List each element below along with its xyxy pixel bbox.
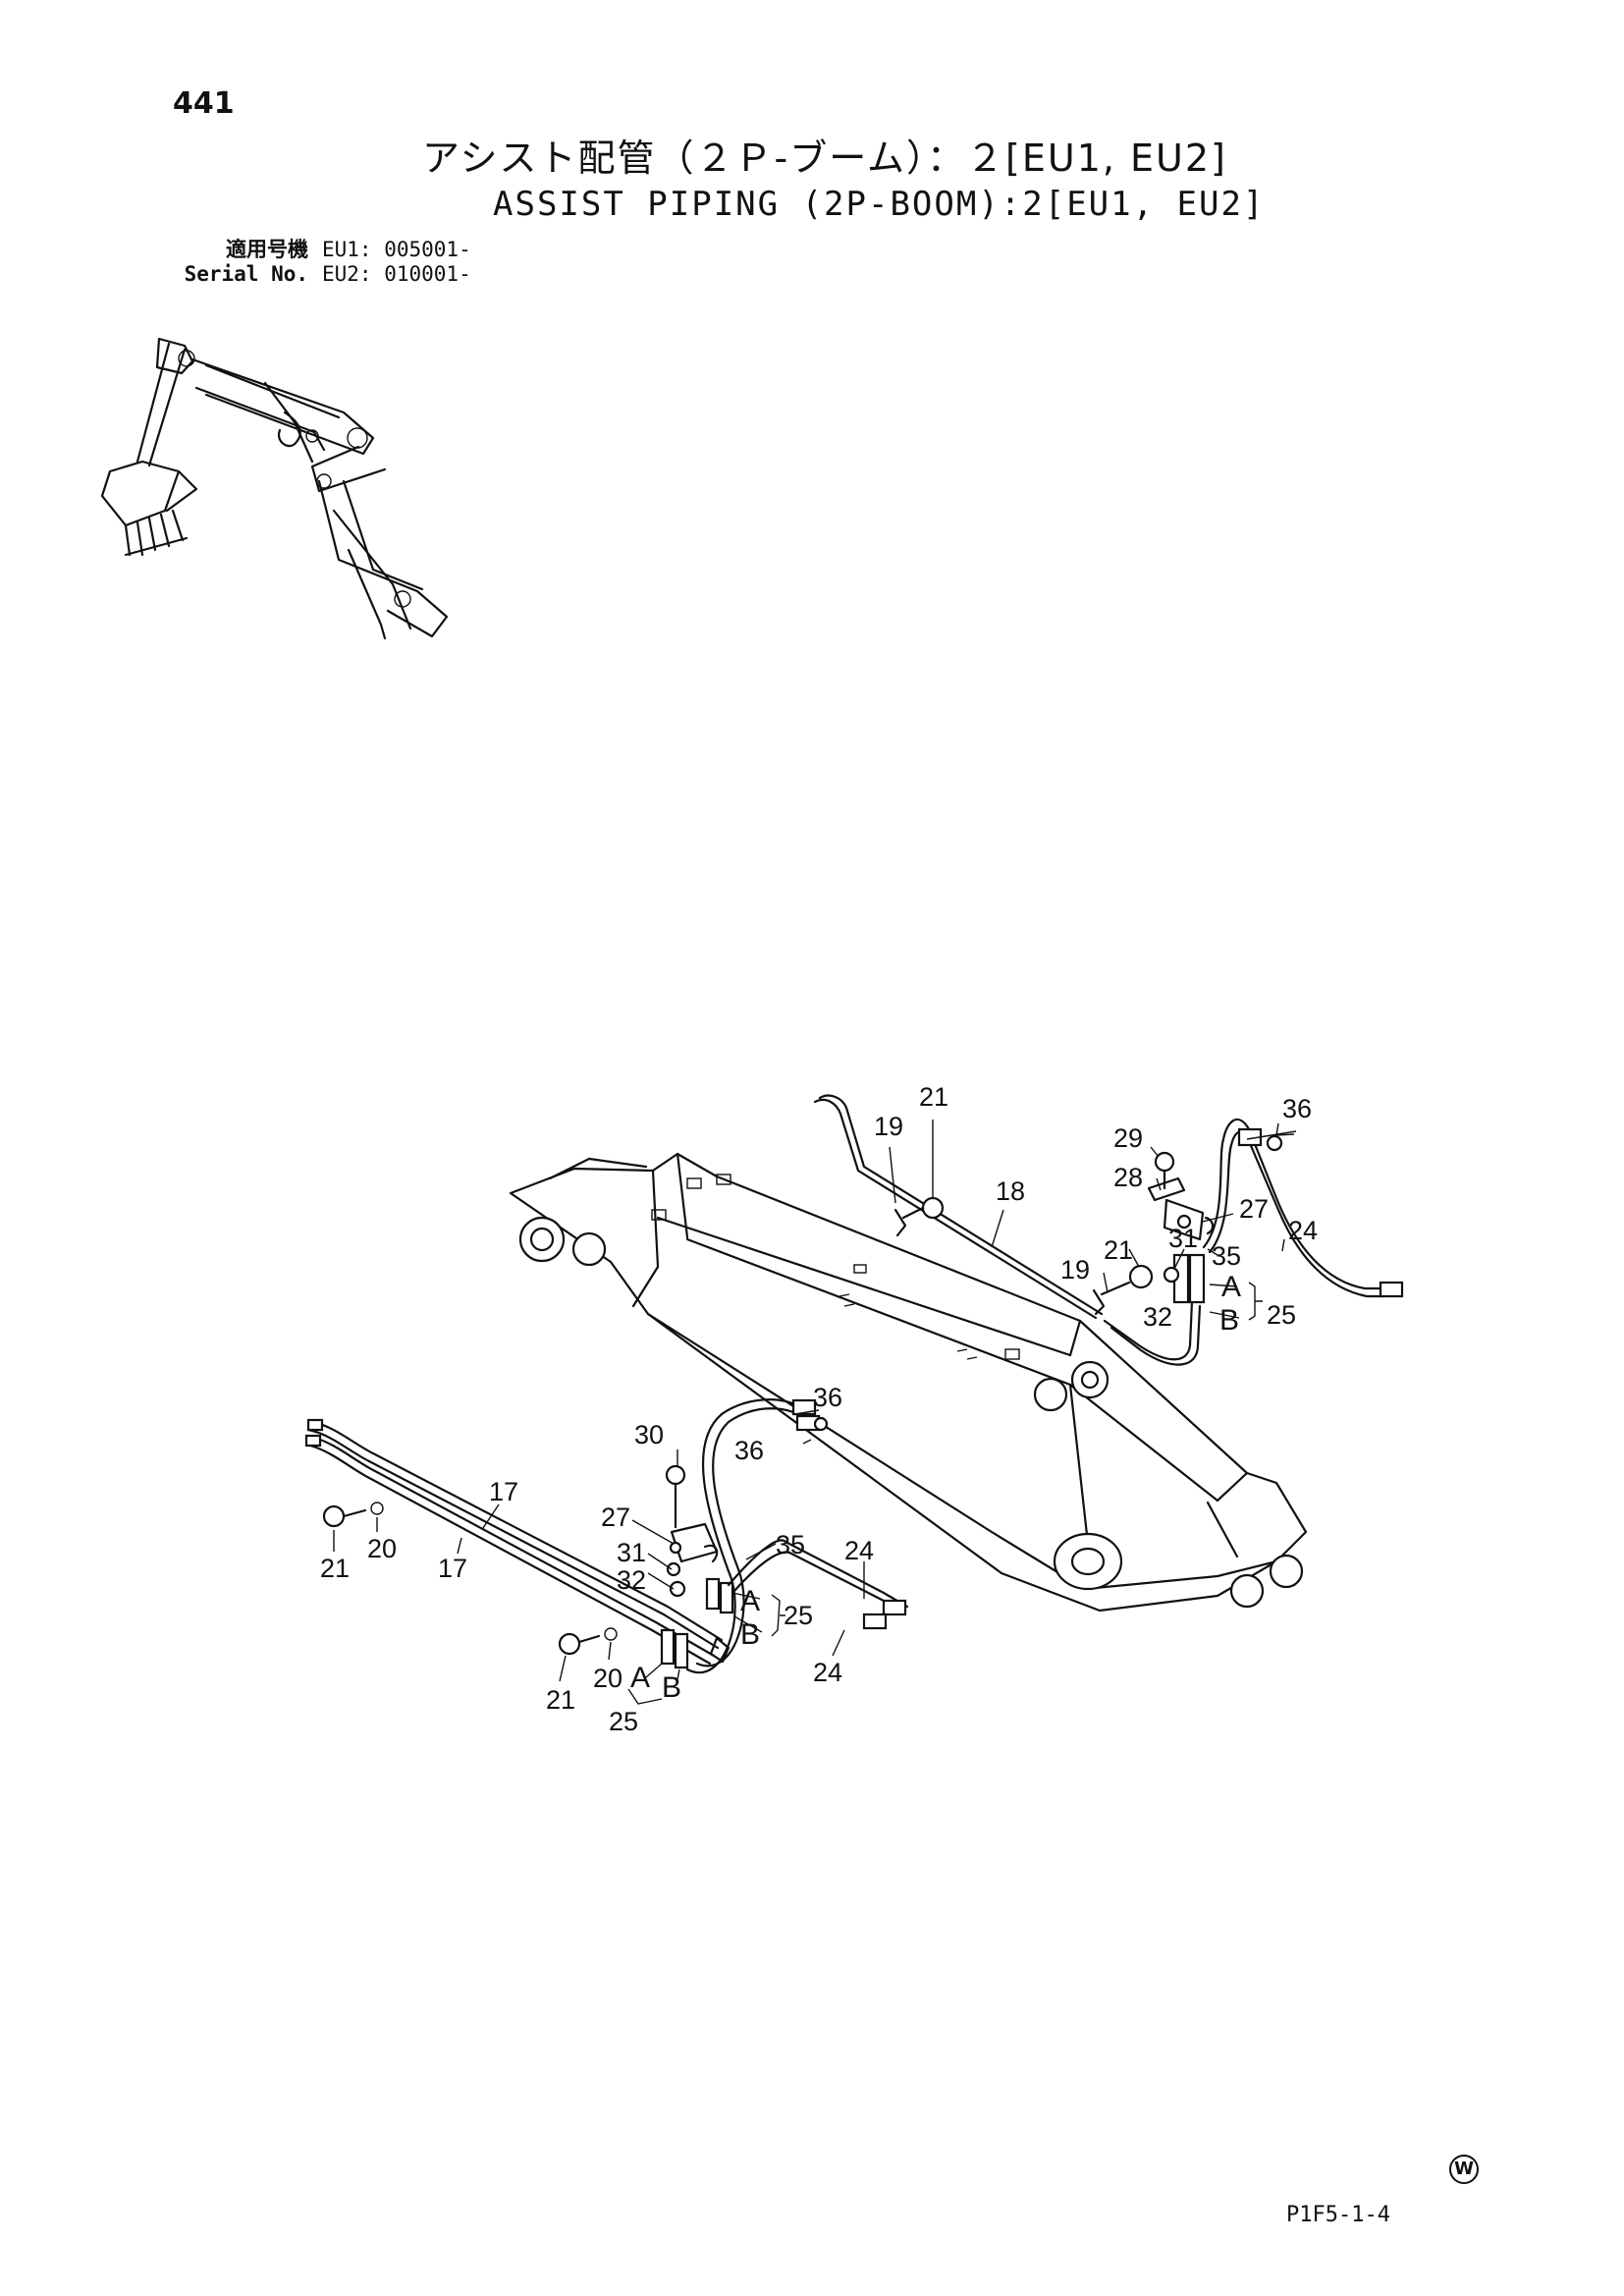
callout-lower-27: 27	[601, 1503, 630, 1532]
page-title-japanese: アシスト配管（２Ｐ-ブーム）：２[EU1, EU2]	[422, 137, 1227, 180]
callout-upper-35: 35	[1212, 1241, 1241, 1271]
callout-upper-B: B	[1219, 1304, 1239, 1337]
callout-lower-A: A	[740, 1585, 760, 1617]
serial-value-eu1: EU1: 005001-	[322, 238, 471, 261]
lower-piping	[304, 1398, 909, 1673]
callout-lower-30: 30	[634, 1420, 664, 1449]
callout-upper-24: 24	[1288, 1216, 1318, 1245]
callout-upper-25: 25	[1267, 1300, 1296, 1330]
callout-lower-21a: 21	[320, 1554, 350, 1583]
serial-row-1: 適用号機 EU1: 005001-	[161, 238, 471, 262]
callout-lower-21b: 21	[546, 1685, 575, 1715]
page-number: 441	[173, 86, 235, 121]
callout-lower-B: B	[740, 1618, 760, 1651]
callout-lower-20a: 20	[367, 1534, 397, 1563]
serial-applicability: 適用号機 EU1: 005001- Serial No. EU2: 010001-	[161, 238, 471, 287]
callout-lower-25: 25	[784, 1601, 813, 1630]
serial-key-jp: 適用号機	[226, 238, 308, 261]
callout-lower-20b: 20	[593, 1664, 623, 1693]
leader-lines	[333, 1120, 1297, 1705]
callout-lower-32: 32	[617, 1565, 646, 1595]
callout-lower-B2: B	[662, 1671, 681, 1704]
callout-lower-A2: A	[630, 1662, 650, 1694]
callout-upper-18: 18	[996, 1176, 1025, 1206]
callout-upper-36: 36	[1282, 1094, 1312, 1123]
callout-lower-17a: 17	[489, 1477, 518, 1506]
callout-upper-31: 31	[1168, 1224, 1198, 1253]
callout-upper-19a: 19	[874, 1112, 903, 1141]
serial-row-2: Serial No. EU2: 010001-	[161, 262, 471, 287]
callout-lower-24b: 24	[813, 1658, 842, 1687]
callouts-upper: 21 19 18 29 28 27 31 35 21 19 32 A B 25 …	[874, 1082, 1318, 1337]
drawing-code: P1F5-1-4	[1286, 2203, 1390, 2227]
callouts-lower: 36 36 30 27 31 32 35 24 A B 25 24 17 17 …	[320, 1383, 874, 1736]
callout-lower-36b: 36	[734, 1436, 764, 1465]
page-title-english: ASSIST PIPING (2P-BOOM):2[EU1, EU2]	[493, 185, 1266, 224]
boom	[509, 1152, 1308, 1613]
callout-lower-25b: 25	[609, 1707, 638, 1736]
callout-upper-27: 27	[1239, 1194, 1269, 1224]
callout-lower-24a: 24	[844, 1536, 874, 1565]
callout-lower-17b: 17	[438, 1554, 467, 1583]
callout-lower-36a: 36	[813, 1383, 842, 1412]
serial-value-eu2: EU2: 010001-	[322, 262, 471, 286]
callout-lower-35: 35	[776, 1530, 805, 1559]
callout-upper-21a: 21	[919, 1082, 948, 1112]
manufacturer-logo: W	[1449, 2155, 1479, 2184]
serial-key-en: Serial No.	[184, 262, 308, 286]
callout-upper-21b: 21	[1104, 1235, 1133, 1265]
callout-upper-29: 29	[1113, 1123, 1143, 1153]
callout-upper-32: 32	[1143, 1302, 1172, 1332]
callout-upper-A: A	[1221, 1271, 1241, 1303]
callout-upper-28: 28	[1113, 1163, 1143, 1192]
callout-upper-19b: 19	[1060, 1255, 1090, 1285]
excavator-thumbnail	[100, 337, 449, 640]
callout-lower-31: 31	[617, 1538, 646, 1567]
